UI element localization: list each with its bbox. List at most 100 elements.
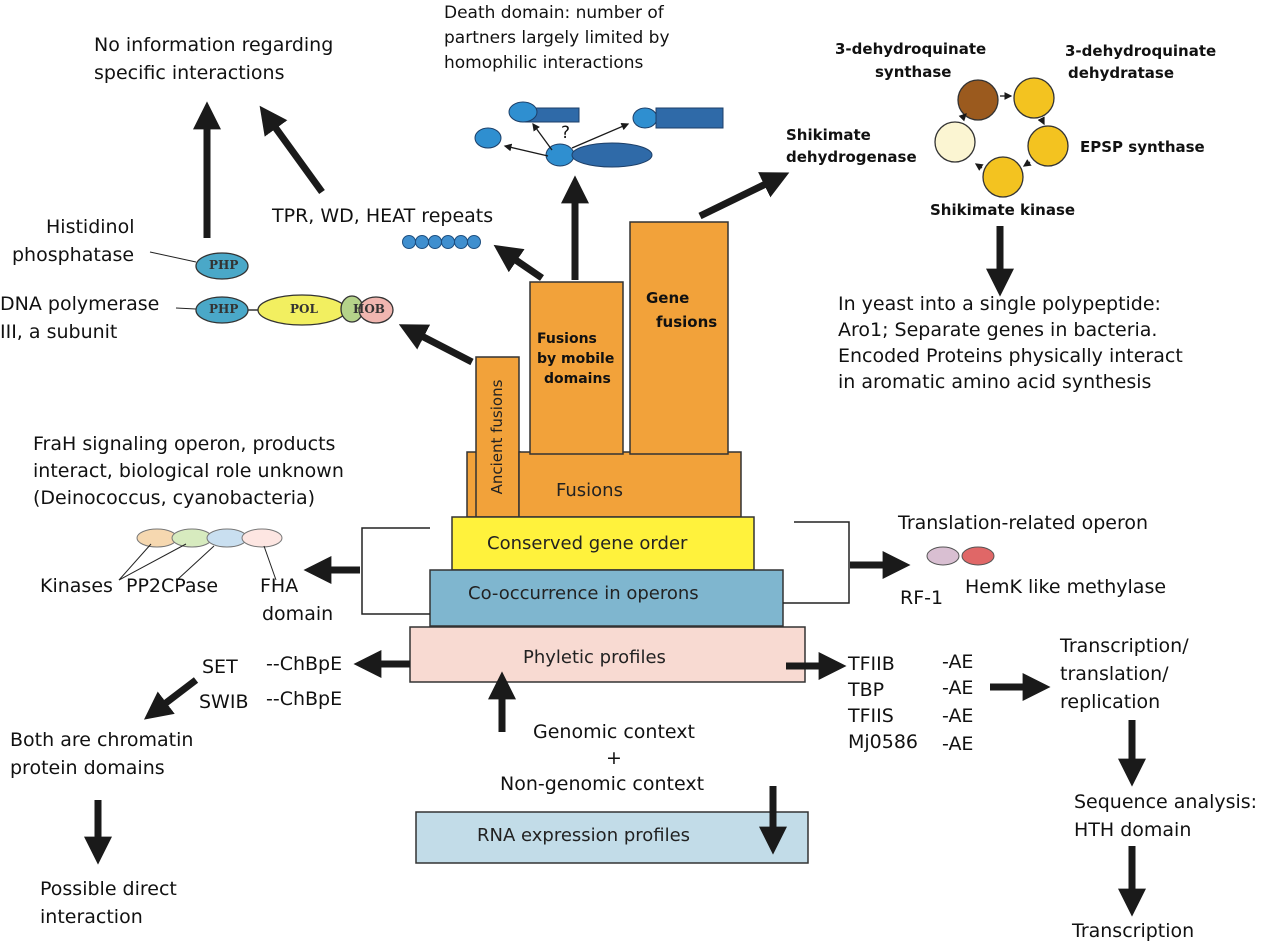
death-domain-left [474, 127, 502, 149]
no-info-line2: specific interactions [94, 62, 285, 84]
mj0586-label: Mj0586 [848, 731, 919, 753]
yeast-line4: in aromatic amino acid synthesis [838, 371, 1152, 393]
right-operon-bracket [783, 521, 850, 604]
death-line2: partners largely limited by [444, 28, 670, 48]
chbpe-2: --ChBpE [266, 688, 343, 710]
ae-2: -AE [942, 677, 974, 699]
no-info-line1: No information regarding [94, 34, 334, 56]
rna-label: RNA expression profiles [477, 825, 691, 846]
pol-label: POL [290, 302, 318, 316]
hemk-label: HemK like methylase [965, 576, 1167, 598]
frah-line1: FraH signaling operon, products [33, 433, 336, 455]
frah-leader [263, 545, 277, 581]
arrow-mobile-to-repeats [493, 244, 544, 281]
tfiis-label: TFIIS [848, 705, 894, 727]
dhq-dehydratase-node [1013, 77, 1055, 119]
death-domain-right-circle [632, 107, 658, 129]
rf1-gene [926, 546, 960, 566]
epsp-synthase-node [1027, 125, 1069, 167]
thick-arrows [84, 101, 1146, 917]
mobile-line2: by mobile [537, 351, 615, 367]
rf1-label: RF-1 [900, 587, 944, 609]
tfiib-label: TFIIB [848, 653, 895, 675]
shikimate-ring-arrows [958, 92, 1045, 171]
ttr-line2: translation/ [1060, 663, 1169, 685]
phyletic-profiles-tier [409, 626, 806, 683]
dnapol-leader-line [175, 307, 197, 310]
histidinol-leader-line [149, 251, 197, 263]
repeat-bead [467, 235, 481, 249]
ring-arrow [974, 163, 984, 171]
conserved-gene-order-tier [451, 516, 755, 571]
ring-arrow [958, 113, 967, 122]
frah-leader-lines [118, 543, 277, 581]
repeat-bead [415, 235, 429, 249]
gene-fusions-line2: fusions [656, 313, 718, 331]
dhq-dehydratase-line2: dehydratase [1068, 64, 1175, 82]
dhq-synthase-line1: 3-dehydroquinate [835, 40, 987, 58]
frah-operon-cartoon [136, 528, 283, 548]
ttr-line3: replication [1060, 691, 1161, 713]
frah-line2: interact, biological role unknown [33, 460, 344, 482]
repeat-beads [402, 235, 481, 249]
hob-domain [358, 296, 394, 324]
mobile-line1: Fusions [537, 331, 597, 347]
ttr-line1: Transcription/ [1060, 635, 1189, 657]
death-question: ? [561, 123, 571, 143]
fha-line2: domain [262, 603, 334, 625]
mobile-domain-fusions-bar [529, 281, 624, 455]
repeat-bead [428, 235, 442, 249]
frah-leader [176, 545, 215, 581]
conserved-label: Conserved gene order [487, 533, 688, 554]
kinases-label: Kinases [40, 575, 113, 597]
death-thin-arrow [532, 122, 553, 151]
death-thin-arrow [503, 143, 549, 157]
dhq-synthase-node [957, 79, 999, 121]
shik-dehydrogenase-line2: dehydrogenase [786, 148, 917, 166]
mobile-line3: domains [544, 371, 611, 387]
yeast-line1: In yeast into a single polypeptide: [838, 293, 1161, 315]
gene-fusions-line1: Gene [646, 289, 690, 307]
dhq-synthase-line2: synthase [875, 63, 952, 81]
frah-leader [118, 543, 152, 581]
repeat-bead [441, 235, 455, 249]
death-partner-long [571, 142, 653, 168]
ae-1: -AE [942, 651, 974, 673]
tbp-label: TBP [848, 679, 885, 701]
hob-label: HOB [353, 302, 385, 316]
death-domain-cartoon [474, 101, 724, 168]
cooccurrence-label: Co-occurrence in operons [468, 583, 699, 604]
fusions-wide-block [518, 451, 742, 518]
hemk-gene [961, 546, 995, 566]
chbpe-1: --ChBpE [266, 653, 343, 675]
frah-gene-2 [171, 528, 213, 548]
pp2c-label: PP2CPase [126, 575, 219, 597]
genomic-context: Genomic context [533, 721, 695, 743]
possible-line1: Possible direct [40, 878, 177, 900]
repeat-bead [454, 235, 468, 249]
epsp-label: EPSP synthase [1080, 138, 1205, 156]
left-operon-bracket [361, 527, 430, 615]
php-label-standalone: PHP [209, 258, 239, 272]
frah-leader [118, 543, 187, 581]
ae-3: -AE [942, 705, 974, 727]
dhq-dehydratase-line1: 3-dehydroquinate [1065, 42, 1217, 60]
ae-4: -AE [942, 733, 974, 755]
death-thin-arrow [571, 122, 630, 149]
arrow-tpr-to-no-info [259, 105, 325, 195]
shik-dehydrogenase-line1: Shikimate [786, 126, 871, 144]
ring-arrow [1037, 116, 1045, 126]
shikimate-ring [934, 77, 1069, 198]
swib-label: SWIB [199, 691, 249, 713]
context-plus: + [606, 747, 622, 769]
gene-fusions-bar [629, 221, 729, 455]
death-partner-bar-right [655, 107, 724, 129]
shikimate-dehydrogenase-node [934, 121, 976, 163]
phyletic-label: Phyletic profiles [523, 647, 666, 668]
transcription-label: Transcription [1072, 920, 1195, 942]
repeat-bead [402, 235, 416, 249]
cooccurrence-tier [429, 569, 784, 627]
death-domain-top [508, 101, 538, 123]
seq-line2: HTH domain [1074, 819, 1192, 841]
